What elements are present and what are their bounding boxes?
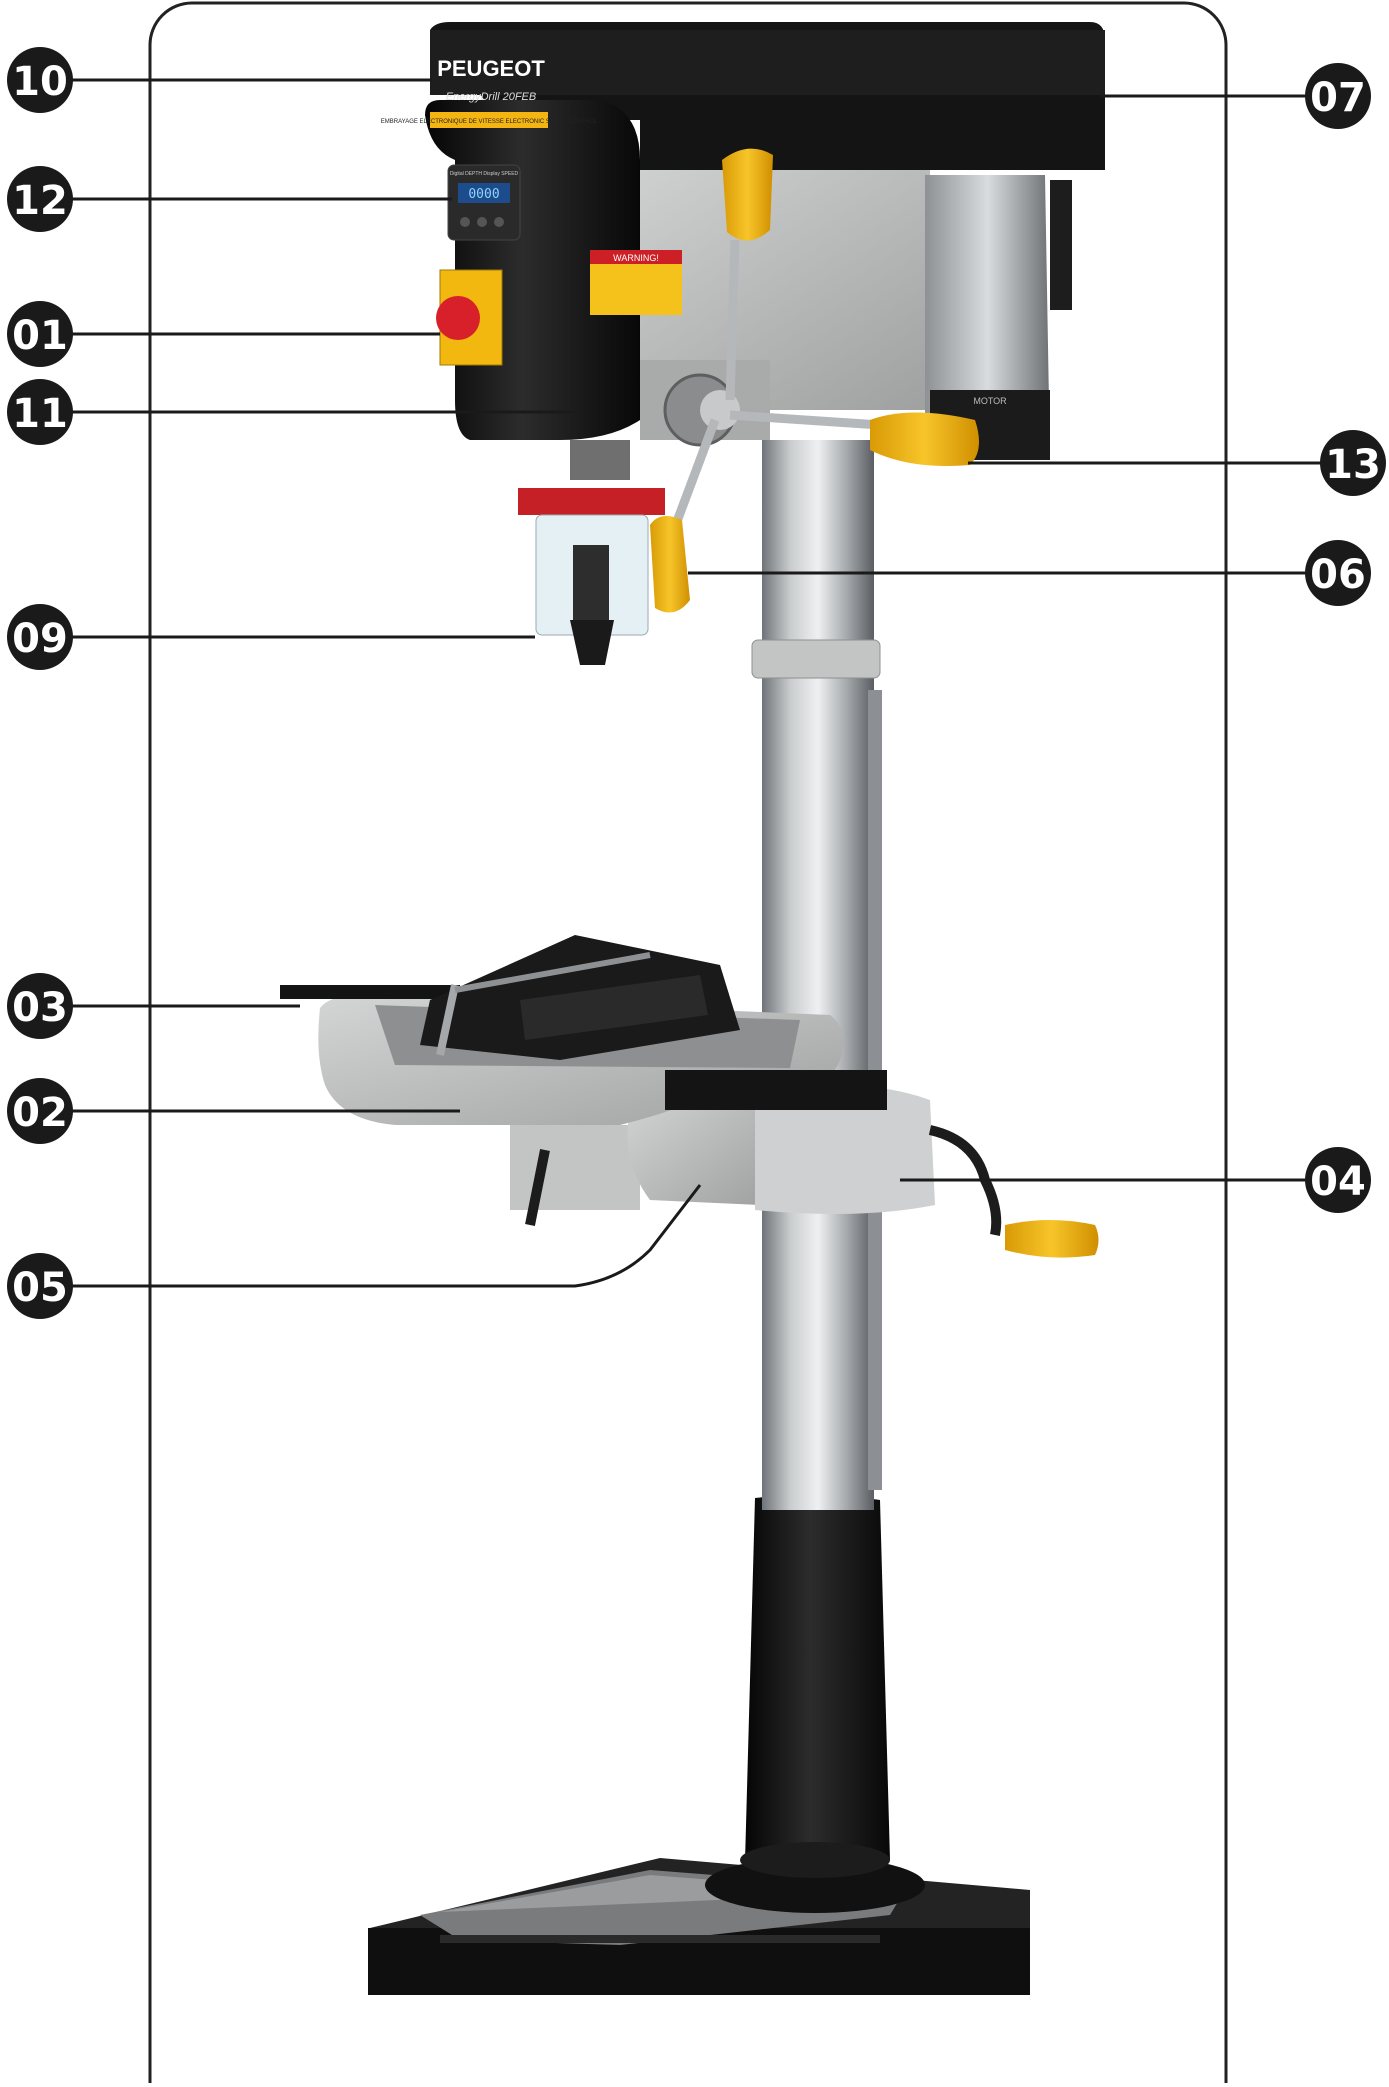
head-strip-text: EMBRAYAGE ELECTRONIQUE DE VITESSE ELECTR… [381, 119, 598, 125]
callout-07: 07 [1305, 63, 1371, 129]
callout-06-label: 06 [1310, 552, 1366, 598]
brand-model: EnergyDrill 20FEB [446, 91, 536, 103]
column [751, 440, 882, 1510]
feed-handle-lower[interactable] [650, 516, 690, 613]
callout-13-label: 13 [1325, 442, 1381, 488]
callout-10-label: 10 [12, 59, 68, 105]
callout-11: 11 [7, 379, 73, 445]
warning-title: WARNING! [613, 253, 659, 263]
feed-handles [650, 148, 979, 613]
callout-01: 01 [7, 301, 73, 367]
callout-09-label: 09 [12, 616, 68, 662]
callout-07-label: 07 [1310, 75, 1366, 121]
drill-head: MOTOR EMBRAYAGE ELECTRONIQUE DE VITESSE … [381, 22, 1105, 460]
callout-04: 04 [1305, 1147, 1371, 1213]
frame-border [148, 1, 1228, 2087]
table-crank-handle[interactable] [1005, 1220, 1099, 1258]
feed-handle-top[interactable] [722, 148, 773, 241]
spindle-guard [518, 440, 665, 665]
callout-11-label: 11 [12, 391, 68, 437]
display-value: 0000 [468, 187, 499, 202]
callout-13: 13 [1320, 430, 1386, 496]
callout-05: 05 [7, 1253, 73, 1319]
callout-01-label: 01 [12, 313, 68, 359]
callout-12: 12 [7, 166, 73, 232]
motor-label: MOTOR [973, 396, 1007, 406]
callout-03-label: 03 [12, 985, 68, 1031]
callout-10: 10 [7, 47, 73, 113]
column-base-sleeve [740, 1494, 890, 1878]
drill-vice [420, 935, 740, 1060]
emergency-stop-button[interactable] [436, 296, 480, 340]
display-label: Digital DEPTH Display SPEED [450, 171, 519, 177]
leader-05 [72, 1184, 702, 1288]
callout-06: 06 [1305, 540, 1371, 606]
callout-04-label: 04 [1310, 1159, 1366, 1205]
callout-03: 03 [7, 973, 73, 1039]
callout-09: 09 [7, 604, 73, 670]
callout-02: 02 [7, 1078, 73, 1144]
base [368, 1857, 1030, 1995]
brand-name: PEUGEOT [437, 56, 545, 81]
callout-05-label: 05 [12, 1265, 68, 1311]
callout-12-label: 12 [12, 178, 68, 224]
feed-handle-right[interactable] [870, 412, 979, 467]
callout-02-label: 02 [12, 1090, 68, 1136]
leader-lines [72, 78, 1345, 1288]
